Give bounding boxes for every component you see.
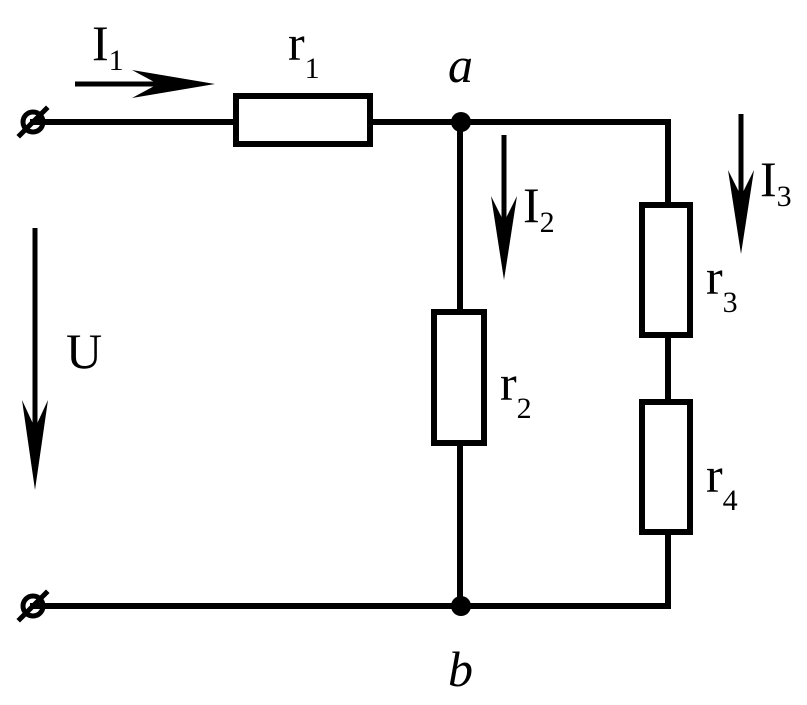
label-r4: r4 [706,447,738,517]
terminal-top-slash [16,105,50,139]
label-i3: I3 [760,151,792,213]
resistor-r2 [431,309,487,446]
terminal-bottom-slash [16,589,50,623]
label-r2: r2 [500,355,532,425]
resistor-r3 [639,202,693,338]
label-node-b: b [448,641,473,697]
label-voltage-u: U [66,323,102,379]
arrow-i2 [491,135,517,280]
arrow-voltage-u [22,228,48,490]
label-r3: r3 [706,249,738,319]
label-i1: I1 [92,15,124,77]
resistor-r1 [233,93,373,147]
terminal-top [20,109,46,135]
arrow-i3 [728,114,754,254]
node-a-dot [451,112,471,132]
label-i2: I2 [523,177,555,239]
node-b-dot [451,596,471,616]
label-node-a: a [448,37,473,93]
terminal-bottom [20,593,46,619]
resistor-r4 [639,399,693,535]
arrow-i1 [75,70,215,98]
label-r1: r1 [288,15,320,85]
